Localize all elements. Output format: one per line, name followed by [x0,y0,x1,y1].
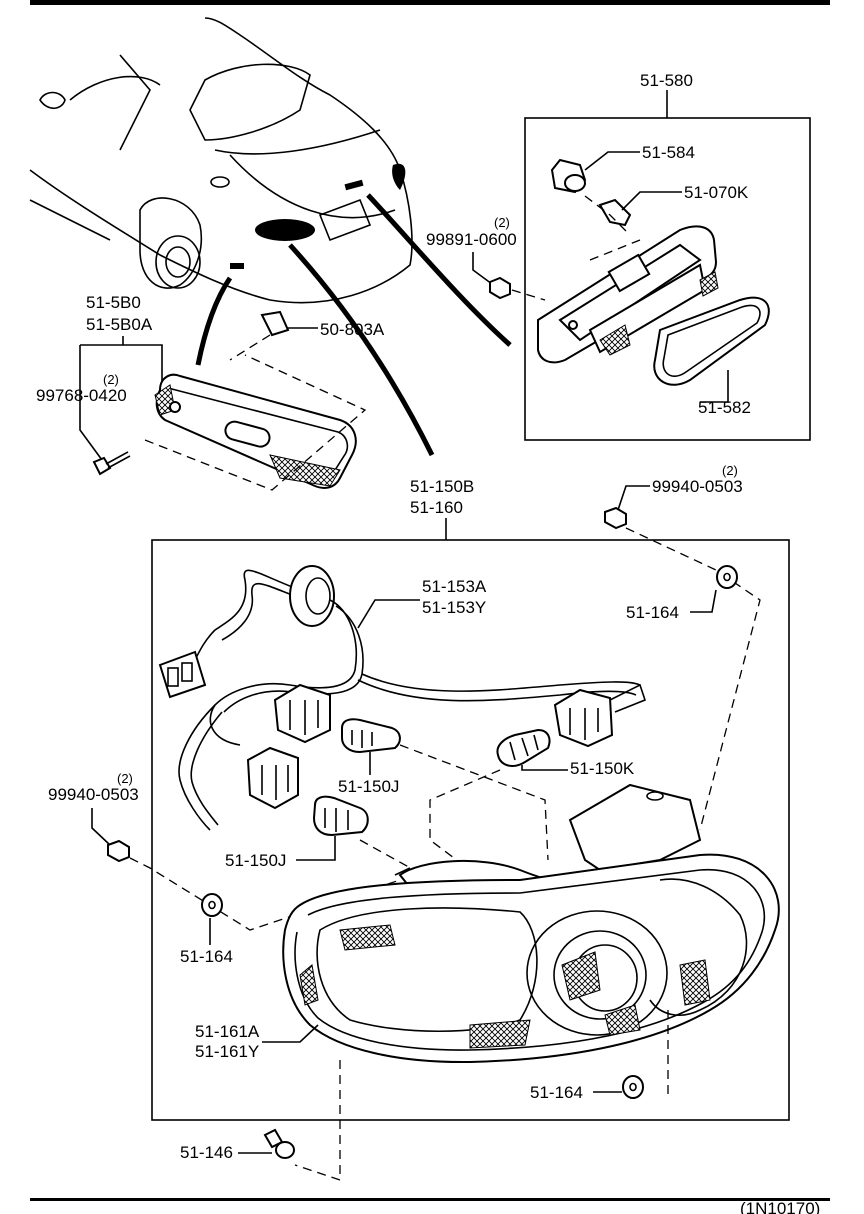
car-tail-lamp-mark [255,219,315,241]
label-51-150k: 51-150K [570,759,635,778]
qty-99768: (2) [103,372,119,387]
label-51-160: 51-160 [410,498,463,517]
label-51-164-top: 51-164 [626,603,679,622]
clip-50-803a [260,310,290,337]
label-99891-0600: 99891-0600 [426,230,517,249]
bulb-51-150k: 51-150K [496,728,635,778]
top-rule [30,0,830,5]
label-99940-0503-top: 99940-0503 [652,477,743,496]
label-51-153a: 51-153A [422,577,487,596]
tail-lamp-box [151,539,790,1121]
leader-51-153a [357,599,420,629]
bulb-51-150j-lower: 51-150J [225,795,369,870]
label-51-150j-lower: 51-150J [225,851,286,870]
qty-99940-left: (2) [117,771,133,786]
bottom-rule [30,1198,830,1201]
diagram-reference: (1N10170) [740,1199,820,1214]
label-51-164-left: 51-164 [180,947,233,966]
screw-51-146: 51-146 [180,1128,295,1162]
screw-99891-0600: (2) 99891-0600 [426,215,546,301]
screw-99768-0420 [92,456,112,476]
socket-lower-left [246,746,299,810]
dash-to-screw [294,1060,341,1181]
leader-to-license-lamp [366,193,512,347]
label-50-803a: 50-803A [320,320,385,339]
car-illustration [29,17,413,304]
label-51-150b: 51-150B [410,477,474,496]
lens-51-582 [653,296,770,386]
bulb-51-070k [598,198,632,227]
label-51-161y: 51-161Y [195,1042,259,1061]
qty-99940-top: (2) [722,463,738,478]
nut-99940-0503-left: (2) 99940-0503 [48,771,401,931]
label-51-153y: 51-153Y [422,598,486,617]
label-51-5b0: 51-5B0 [86,293,141,312]
label-51-582: 51-582 [698,398,751,417]
bulb-51-150j-upper: 51-150J [338,718,401,796]
socket-upper-left [273,683,331,744]
harness-grommet [289,565,335,627]
tail-lamp-housing [282,783,780,1064]
label-99940-0503-left: 99940-0503 [48,785,139,804]
tail-lamp-lens [282,853,780,1064]
label-51-161a: 51-161A [195,1022,260,1041]
wiring-harness [158,565,646,831]
leader-51-161a [262,1024,319,1043]
side-marker-group: 51-5B0 51-5B0A (2) 99768-0420 50-803A [36,293,385,491]
label-51-584: 51-584 [642,143,695,162]
label-51-580: 51-580 [640,71,693,90]
washer-51-164-top: 51-164 [626,565,738,622]
label-51-070k: 51-070K [684,183,749,202]
nut-99940-0503-top: (2) 99940-0503 [604,463,761,831]
qty-99891: (2) [494,215,510,230]
label-51-5b0a: 51-5B0A [86,315,153,334]
dash-bulb-k [429,769,501,871]
washer-51-164-left: 51-164 [180,893,233,966]
dash-bulb-upper [399,744,549,861]
license-lamp-group: 51-580 51-584 51-070K 51-582 [524,71,811,441]
label-99768-0420: 99768-0420 [36,386,127,405]
label-51-146: 51-146 [180,1143,233,1162]
label-51-164-bottom: 51-164 [530,1083,583,1102]
socket-right [553,688,614,748]
dash-bulb-lower [359,839,451,891]
label-51-150j-upper: 51-150J [338,777,399,796]
washer-51-164-bottom: 51-164 [530,1075,644,1102]
leader-to-side-marker [195,276,233,366]
leader-to-tail-lamp [288,243,435,457]
